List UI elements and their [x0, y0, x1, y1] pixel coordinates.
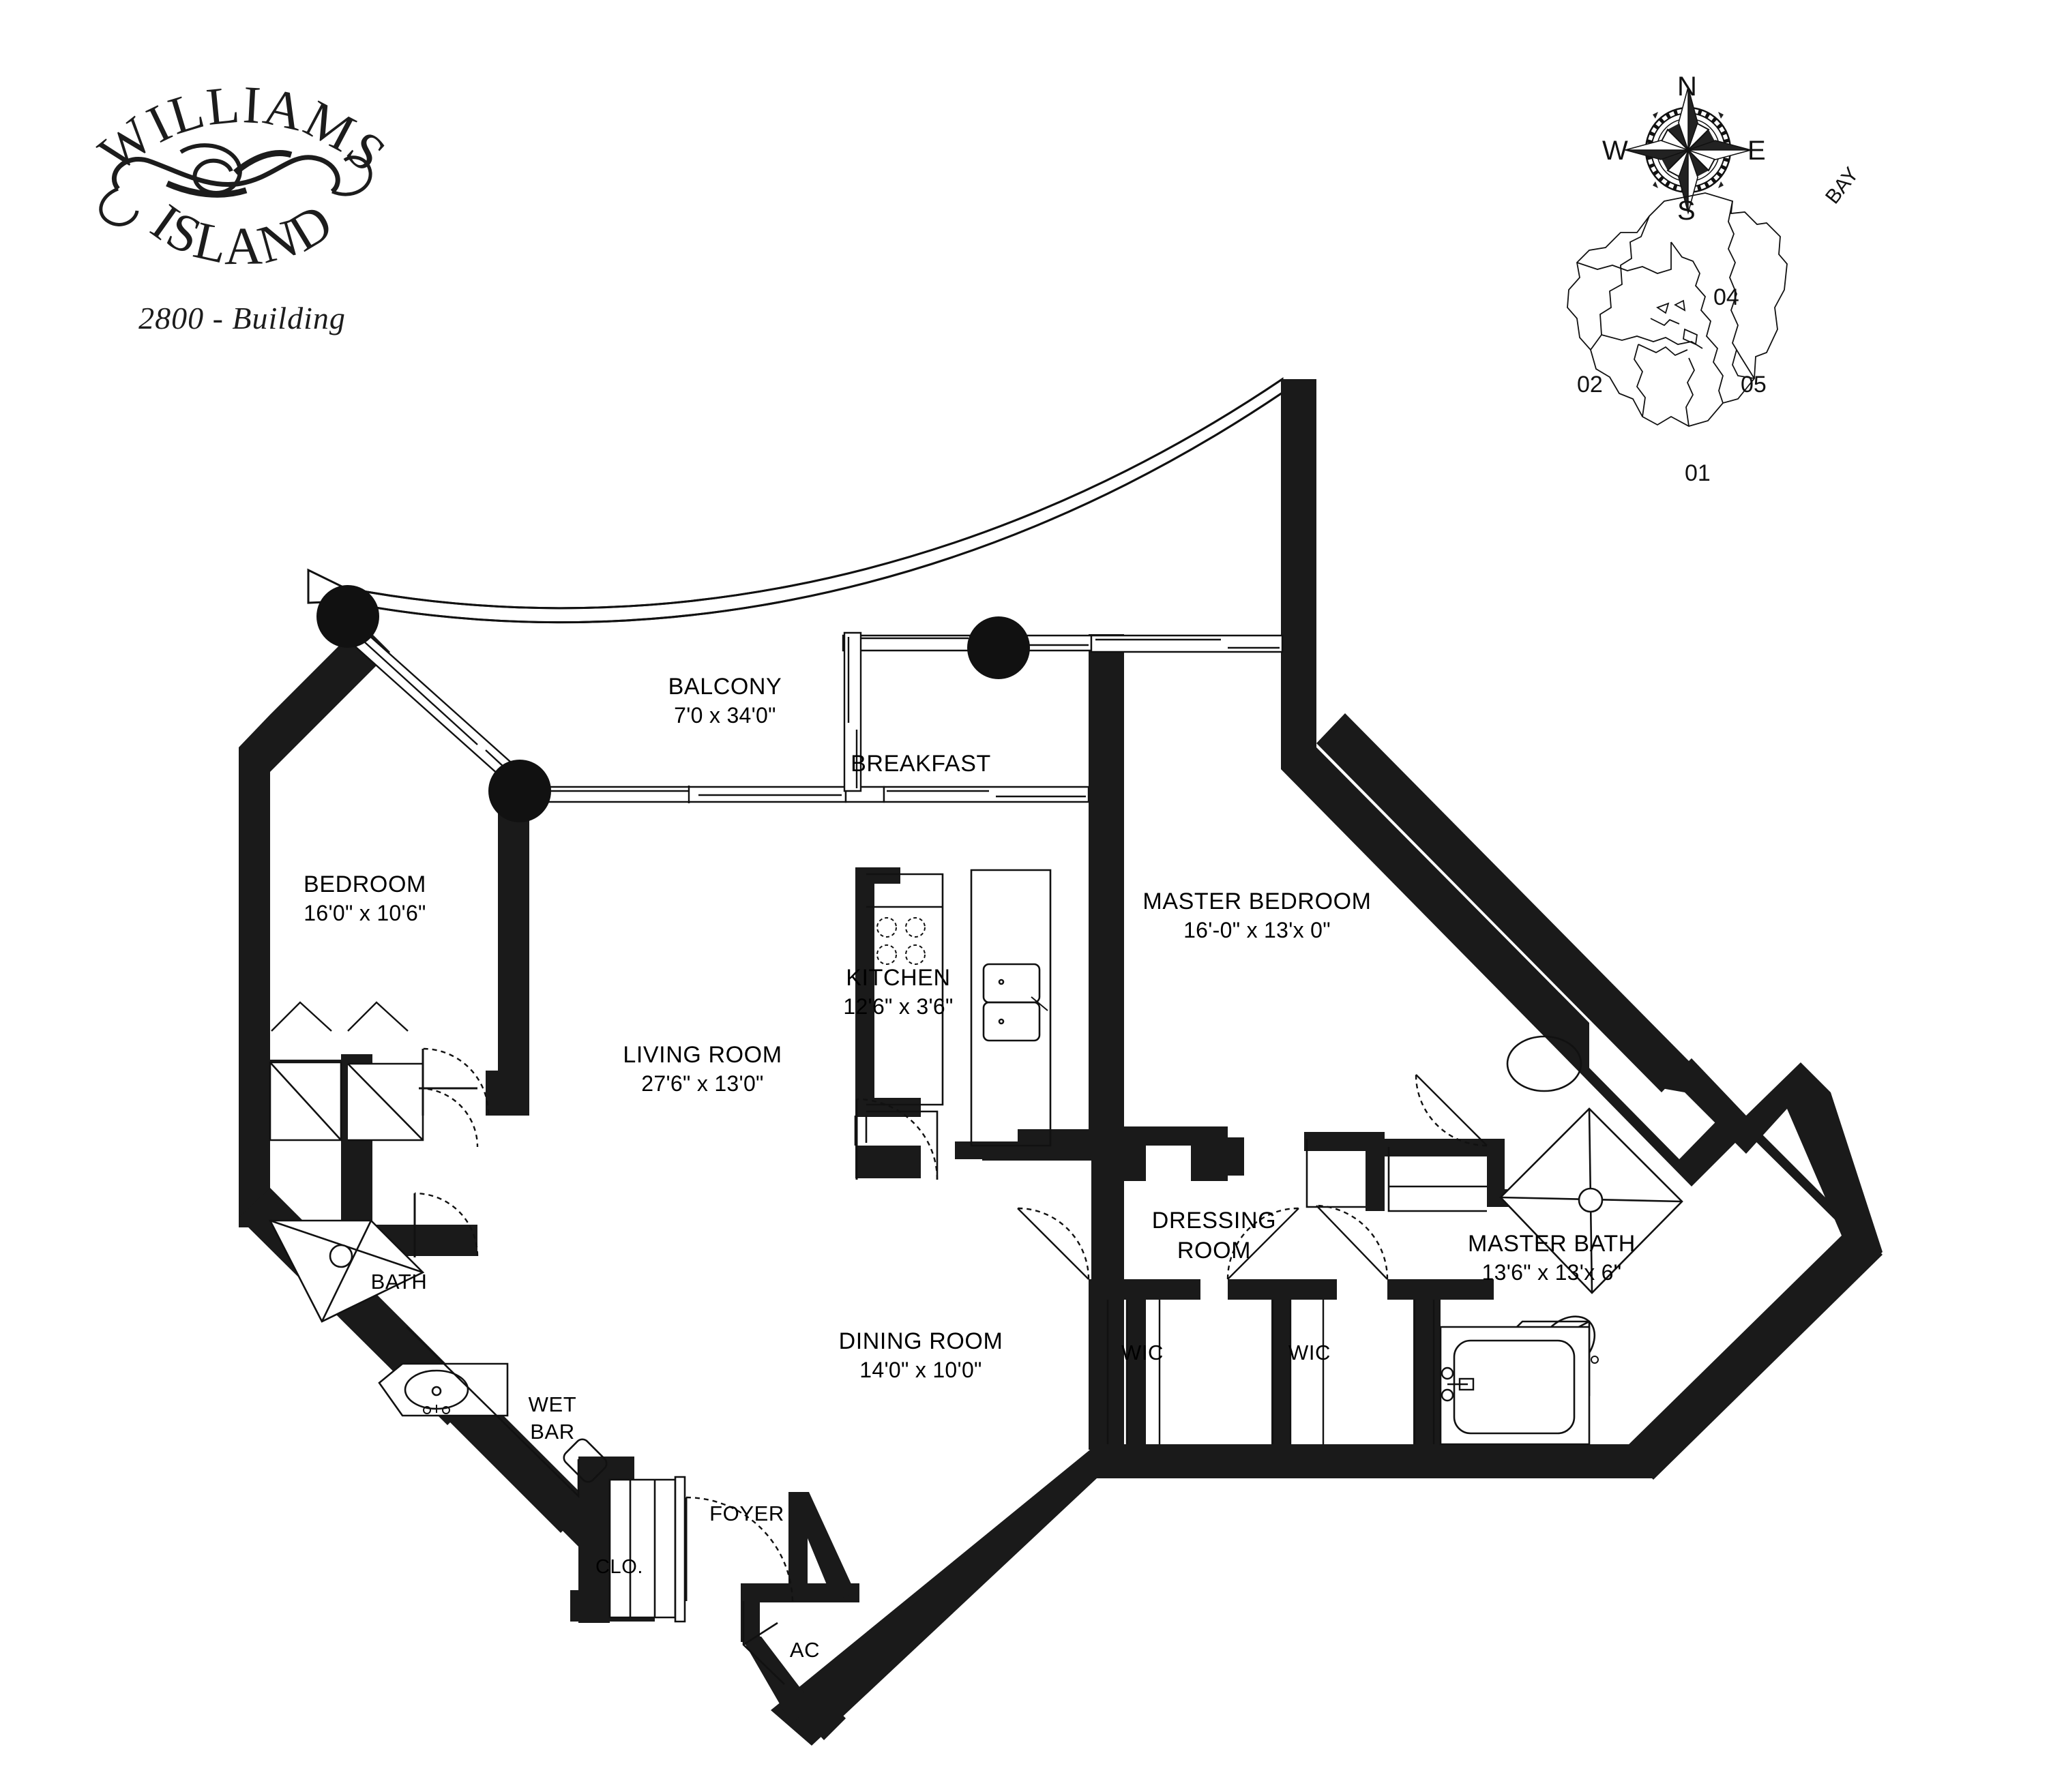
compass-rose: N E S W	[1596, 72, 1780, 228]
key-plan-unit-05: 05	[1741, 372, 1767, 398]
cooktop-icon	[876, 917, 926, 965]
logo-flourish-ornament	[99, 143, 372, 226]
door-leaves	[413, 1049, 1488, 1601]
key-plan-unit-01: 01	[1685, 460, 1711, 486]
key-plan: 04 05 02 01 BAY	[1562, 163, 1863, 486]
column-nw	[316, 585, 379, 648]
brand-logo: WILLIAMS ISLAND 2800 - Building	[65, 38, 419, 335]
master-bath-fixtures	[1439, 1035, 1683, 1446]
column-breakfast	[967, 616, 1030, 679]
williams-island-logo-mark: WILLIAMS ISLAND	[87, 74, 397, 276]
structural-columns	[316, 585, 1030, 822]
kitchen-sink-icon	[982, 963, 1048, 1042]
compass-east-label: E	[1747, 136, 1766, 166]
sliding-glass-door-breakfast	[842, 634, 1093, 652]
door-swings	[414, 1047, 1488, 1603]
compass-west-label: W	[1602, 136, 1628, 166]
key-plan-outline	[1567, 192, 1788, 427]
sliding-glass-door-breakfast-east	[1090, 634, 1284, 653]
building-subtitle: 2800 - Building	[138, 301, 346, 335]
column-bedroom	[488, 760, 551, 822]
ac-closet	[742, 1601, 785, 1685]
wic-rods	[1106, 1300, 1435, 1444]
wet-bar-fixtures	[406, 1326, 608, 1499]
compass-south-label: S	[1677, 196, 1696, 226]
interior-linework	[268, 627, 1683, 1685]
key-plan-unit-02: 02	[1577, 372, 1603, 398]
key-plan-unit-04: 04	[1713, 284, 1739, 310]
closet-doors	[608, 1476, 686, 1623]
bedroom-closet	[269, 1001, 424, 1141]
bath-fixtures	[268, 1219, 509, 1417]
dressing-closet-linework	[1305, 1139, 1487, 1212]
balcony-railing	[307, 377, 1284, 624]
sliding-glass-door-living	[539, 786, 1090, 803]
unit-walls	[239, 379, 1883, 1746]
compass-rose-icon	[1623, 85, 1753, 215]
compass-north-label: N	[1677, 72, 1697, 102]
breakfast-window-wall	[843, 631, 862, 792]
